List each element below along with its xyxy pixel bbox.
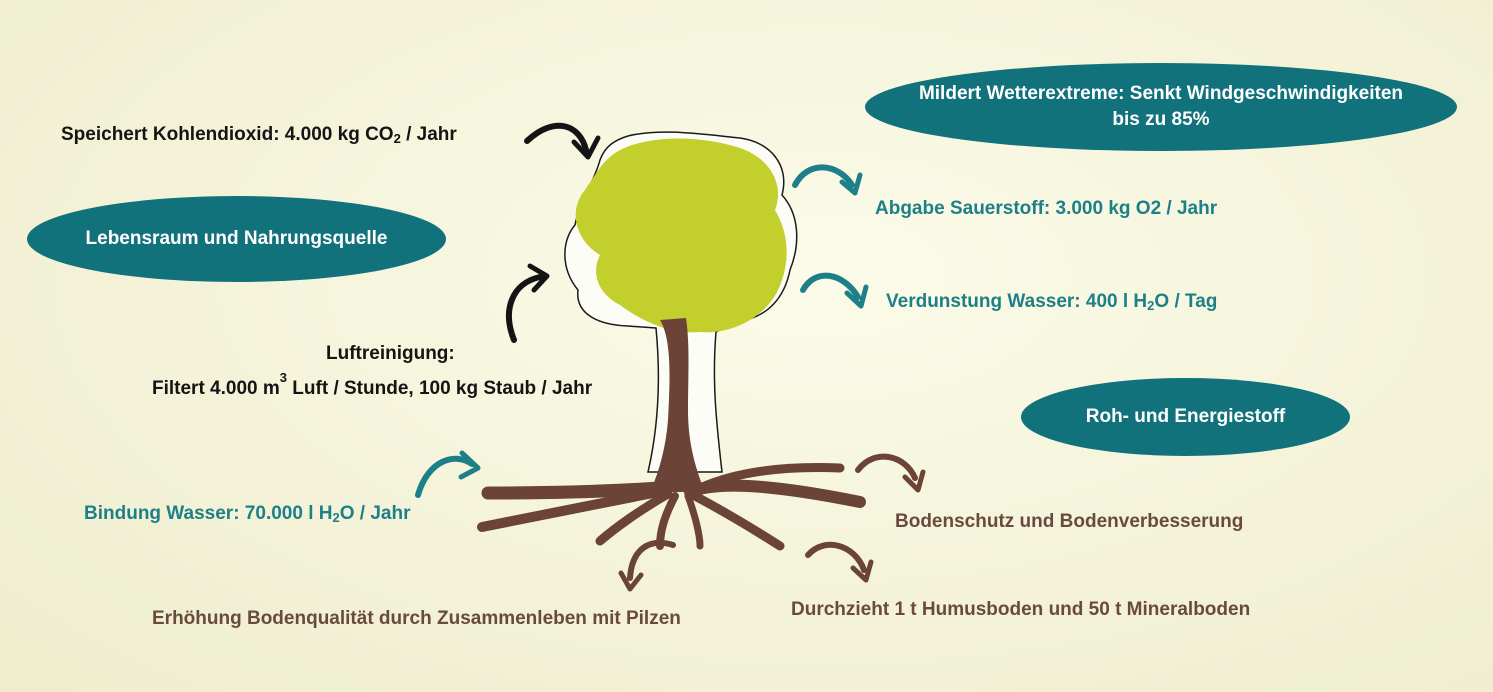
oval-roh-text: Roh- und Energiestoff: [1085, 406, 1286, 427]
arrow-humus-icon: [805, 541, 874, 583]
tree-trunk: [650, 318, 705, 492]
label-luft-pre: Filtert 4.000 m: [152, 378, 280, 399]
label-verdunstung-pre: Verdunstung Wasser: 400 l H: [886, 291, 1148, 312]
oval-wetter-line1: Mildert Wetterextreme: Senkt Windgeschwi…: [918, 83, 1404, 104]
label-luft-detail: Filtert 4.000 m3 Luft / Stunde, 100 kg S…: [152, 370, 592, 400]
label-co2-sub: 2: [393, 131, 401, 146]
oval-lebensraum-text: Lebensraum und Nahrungsquelle: [85, 228, 388, 249]
label-bindung: Bindung Wasser: 70.000 l H2O / Jahr: [84, 503, 410, 525]
arrow-sauerstoff-icon: [792, 164, 863, 196]
oval-lebensraum: Lebensraum und Nahrungsquelle: [27, 196, 446, 282]
label-co2: Speichert Kohlendioxid: 4.000 kg CO2 / J…: [61, 124, 457, 146]
label-verdunstung: Verdunstung Wasser: 400 l H2O / Tag: [886, 291, 1217, 313]
oval-roh: Roh- und Energiestoff: [1021, 378, 1350, 456]
label-humus: Durchzieht 1 t Humusboden und 50 t Miner…: [791, 599, 1251, 620]
label-sauerstoff: Abgabe Sauerstoff: 3.000 kg O2 / Jahr: [875, 198, 1218, 219]
label-bindung-post: O / Jahr: [339, 503, 411, 524]
label-verdunstung-sub: 2: [1147, 298, 1155, 313]
label-co2-tail: / Jahr: [400, 124, 457, 145]
label-luft-sup: 3: [279, 370, 288, 385]
tree-crown: [575, 138, 787, 333]
label-luft-post: Luft / Stunde, 100 kg Staub / Jahr: [287, 378, 593, 399]
arrow-bodenschutz-icon: [855, 453, 926, 493]
tree-roots: [477, 463, 866, 551]
arrow-co2-icon: [524, 122, 601, 160]
label-co2-text: Speichert Kohlendioxid: 4.000 kg CO: [61, 124, 394, 145]
arrow-bindung-icon: [415, 450, 481, 498]
label-luft-title: Luftreinigung:: [326, 343, 455, 364]
arrow-verdunstung-icon: [800, 272, 869, 309]
label-pilze: Erhöhung Bodenqualität durch Zusammenleb…: [152, 608, 681, 629]
oval-wetter: Mildert Wetterextreme: Senkt Windgeschwi…: [865, 63, 1457, 151]
label-bindung-sub: 2: [332, 510, 340, 525]
arrow-luft-icon: [506, 263, 550, 343]
label-bodenschutz: Bodenschutz und Bodenverbesserung: [895, 511, 1244, 532]
arrow-pilze-icon: [618, 539, 676, 592]
label-bindung-pre: Bindung Wasser: 70.000 l H: [84, 503, 333, 524]
oval-wetter-line2: bis zu 85%: [1112, 109, 1210, 130]
label-verdunstung-post: O / Tag: [1154, 291, 1218, 312]
